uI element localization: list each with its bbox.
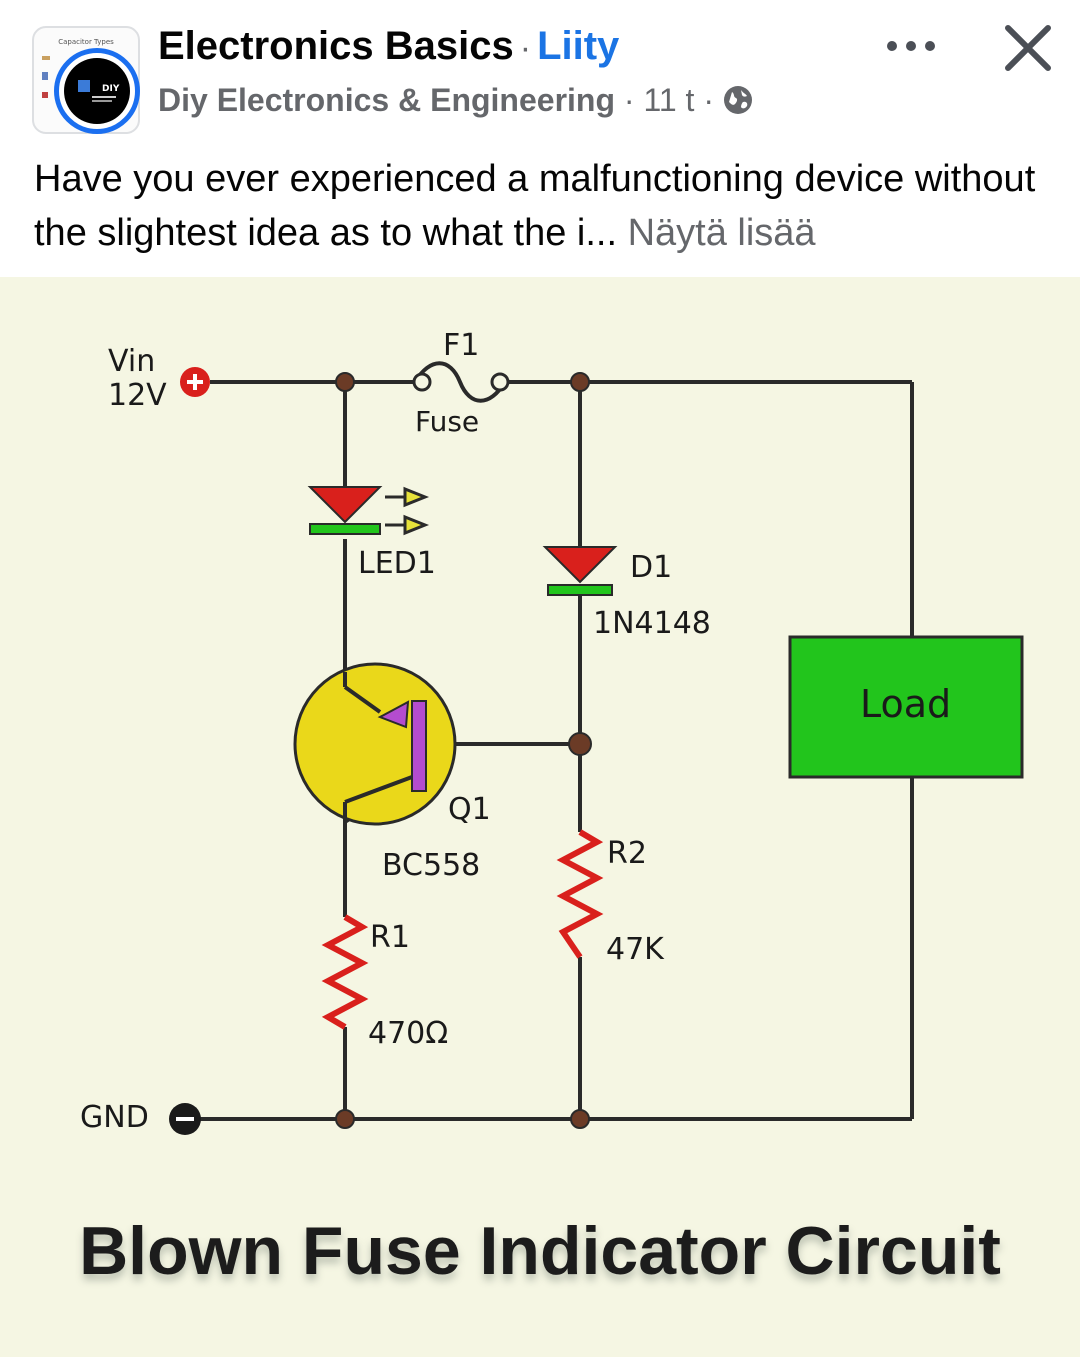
see-more-link[interactable]: Näytä lisää — [627, 212, 816, 254]
author-link[interactable]: Diy Electronics & Engineering — [158, 82, 615, 118]
load-box — [788, 635, 1024, 779]
svg-text:Capacitor Types: Capacitor Types — [58, 38, 114, 46]
resistor-r1 — [321, 914, 369, 1030]
circuit-diagram — [169, 361, 1024, 1135]
vin-terminal-icon — [180, 367, 210, 397]
r2-ref-label: R2 — [607, 836, 647, 871]
diode-symbol — [542, 546, 618, 596]
led-label: LED1 — [358, 546, 436, 581]
transistor-ref-label: Q1 — [448, 792, 491, 827]
r1-value-label: 470Ω — [368, 1016, 449, 1051]
diode-ref-label: D1 — [630, 550, 673, 585]
circuit-title: Blown Fuse Indicator Circuit — [79, 1213, 1001, 1289]
post-meta: Diy Electronics & Engineering · 11 t · — [158, 82, 753, 123]
group-name-link[interactable]: Electronics Basics — [158, 24, 514, 68]
join-button[interactable]: Liity — [537, 24, 620, 68]
post-image[interactable]: Vin 12V F1 Fuse LED1 D1 1N4148 Load Q1 B… — [0, 277, 1080, 1357]
resistor-r2 — [556, 829, 604, 959]
led-light-arrows-icon — [385, 486, 430, 536]
post-text: Have you ever experienced a malfunctioni… — [34, 158, 1036, 254]
transistor-symbol — [293, 662, 457, 826]
diy-logo-icon: DIY — [78, 80, 120, 102]
fuse-symbol — [412, 361, 510, 403]
load-label: Load — [860, 682, 952, 726]
svg-text:DIY: DIY — [102, 84, 120, 94]
group-title: Electronics Basics·Liity — [158, 24, 619, 69]
diode-part-label: 1N4148 — [593, 606, 711, 641]
vin-label: Vin 12V — [108, 344, 167, 413]
meta-separator: · — [623, 82, 635, 118]
post-header: Capacitor Types DIY Electronics Basics·L… — [0, 0, 1080, 140]
post-timestamp[interactable]: 11 t — [643, 82, 695, 118]
fuse-label: Fuse — [415, 405, 480, 438]
close-button[interactable] — [998, 18, 1058, 78]
post-body: Have you ever experienced a malfunctioni… — [34, 152, 1054, 260]
led-symbol — [307, 486, 430, 536]
gnd-label: GND — [80, 1100, 149, 1135]
gnd-terminal-icon — [169, 1103, 201, 1135]
r1-ref-label: R1 — [370, 920, 410, 955]
title-separator: · — [519, 29, 532, 67]
fuse-ref-label: F1 — [443, 328, 480, 363]
transistor-part-label: BC558 — [382, 848, 481, 883]
r2-value-label: 47K — [606, 932, 664, 967]
meta-separator: · — [703, 82, 714, 118]
more-dots-icon — [887, 41, 935, 51]
page-avatar[interactable]: DIY — [54, 48, 140, 134]
close-icon — [1005, 25, 1051, 71]
more-options-button[interactable] — [880, 26, 944, 66]
globe-icon — [723, 85, 753, 123]
junction-dots — [335, 372, 592, 1129]
